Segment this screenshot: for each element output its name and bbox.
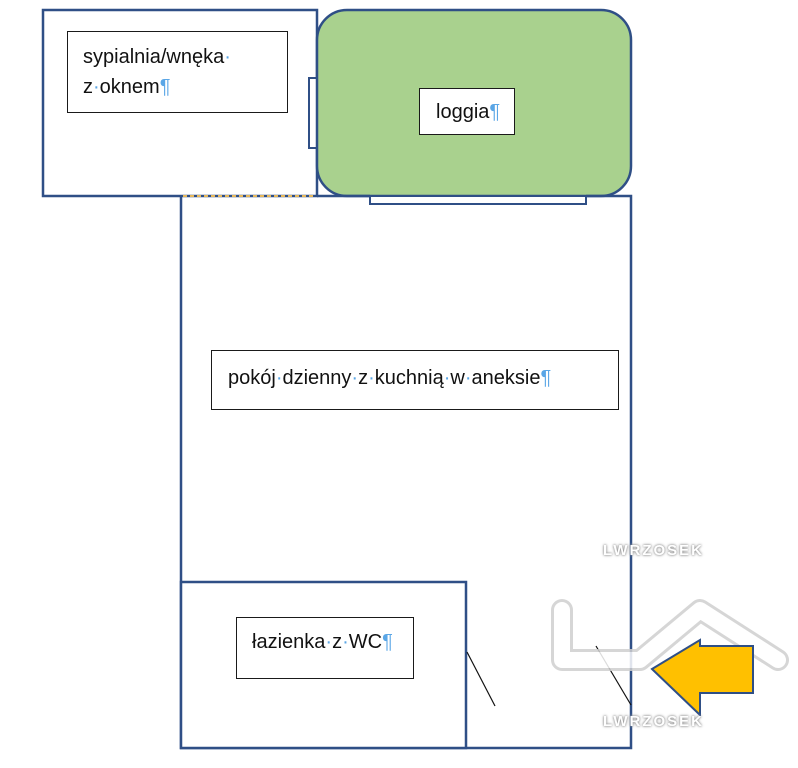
- bedroom-label: sypialnia/wnęka· z·oknem¶: [67, 31, 288, 113]
- bathroom-label-word: łazienka: [252, 631, 326, 653]
- watermark-logo: [551, 599, 789, 671]
- space-mark: ·: [325, 631, 333, 653]
- watermark-word: RZOSEK: [629, 542, 705, 559]
- pilcrow-mark: ¶: [159, 76, 171, 98]
- living-label-word: w: [450, 367, 465, 389]
- bathroom-door-swing: [466, 651, 496, 707]
- pilcrow-mark: ¶: [382, 631, 393, 653]
- bathroom-label-word: z: [332, 631, 343, 653]
- living-label-word: aneksie: [471, 367, 541, 389]
- living-room-wall: [179, 194, 633, 750]
- space-mark: ·: [368, 367, 375, 389]
- living-room-label: pokój·dzienny·z·kuchnią·w·aneksie¶: [211, 350, 619, 410]
- bedroom-label-word: oknem: [99, 76, 160, 98]
- space-mark: ·: [342, 631, 349, 653]
- space-mark: ·: [464, 367, 472, 389]
- living-label-word: kuchnią: [374, 367, 444, 389]
- bedroom-label-line1: sypialnia/wnęka: [83, 46, 225, 68]
- living-label-word: z: [358, 367, 369, 389]
- pilcrow-mark: ¶: [489, 101, 501, 123]
- living-label-word: pokój: [228, 367, 276, 389]
- watermark-logo-letters: LW: [603, 542, 630, 559]
- pilcrow-mark: ¶: [540, 367, 552, 389]
- space-mark: ·: [93, 76, 100, 98]
- living-label-word: dzienny: [282, 367, 352, 389]
- space-mark: ·: [224, 46, 231, 68]
- watermark-logo-letters: LW: [603, 713, 630, 730]
- loggia-door: [369, 195, 587, 205]
- loggia-label: loggia¶: [419, 88, 515, 135]
- entrance-arrow-icon: [650, 638, 754, 718]
- space-mark: ·: [275, 367, 283, 389]
- bedroom-label-word: z: [83, 76, 93, 98]
- watermark-text-top: LWRZOSEK: [603, 542, 704, 559]
- bathroom-label-word: WC: [348, 631, 383, 653]
- space-mark: ·: [443, 367, 451, 389]
- bathroom-label: łazienka·z·WC¶: [236, 617, 414, 679]
- watermark-text-bottom: LWRZOSEK: [603, 713, 704, 730]
- loggia-label-text: loggia: [436, 101, 490, 123]
- watermark-word: RZOSEK: [629, 713, 705, 730]
- space-mark: ·: [351, 367, 359, 389]
